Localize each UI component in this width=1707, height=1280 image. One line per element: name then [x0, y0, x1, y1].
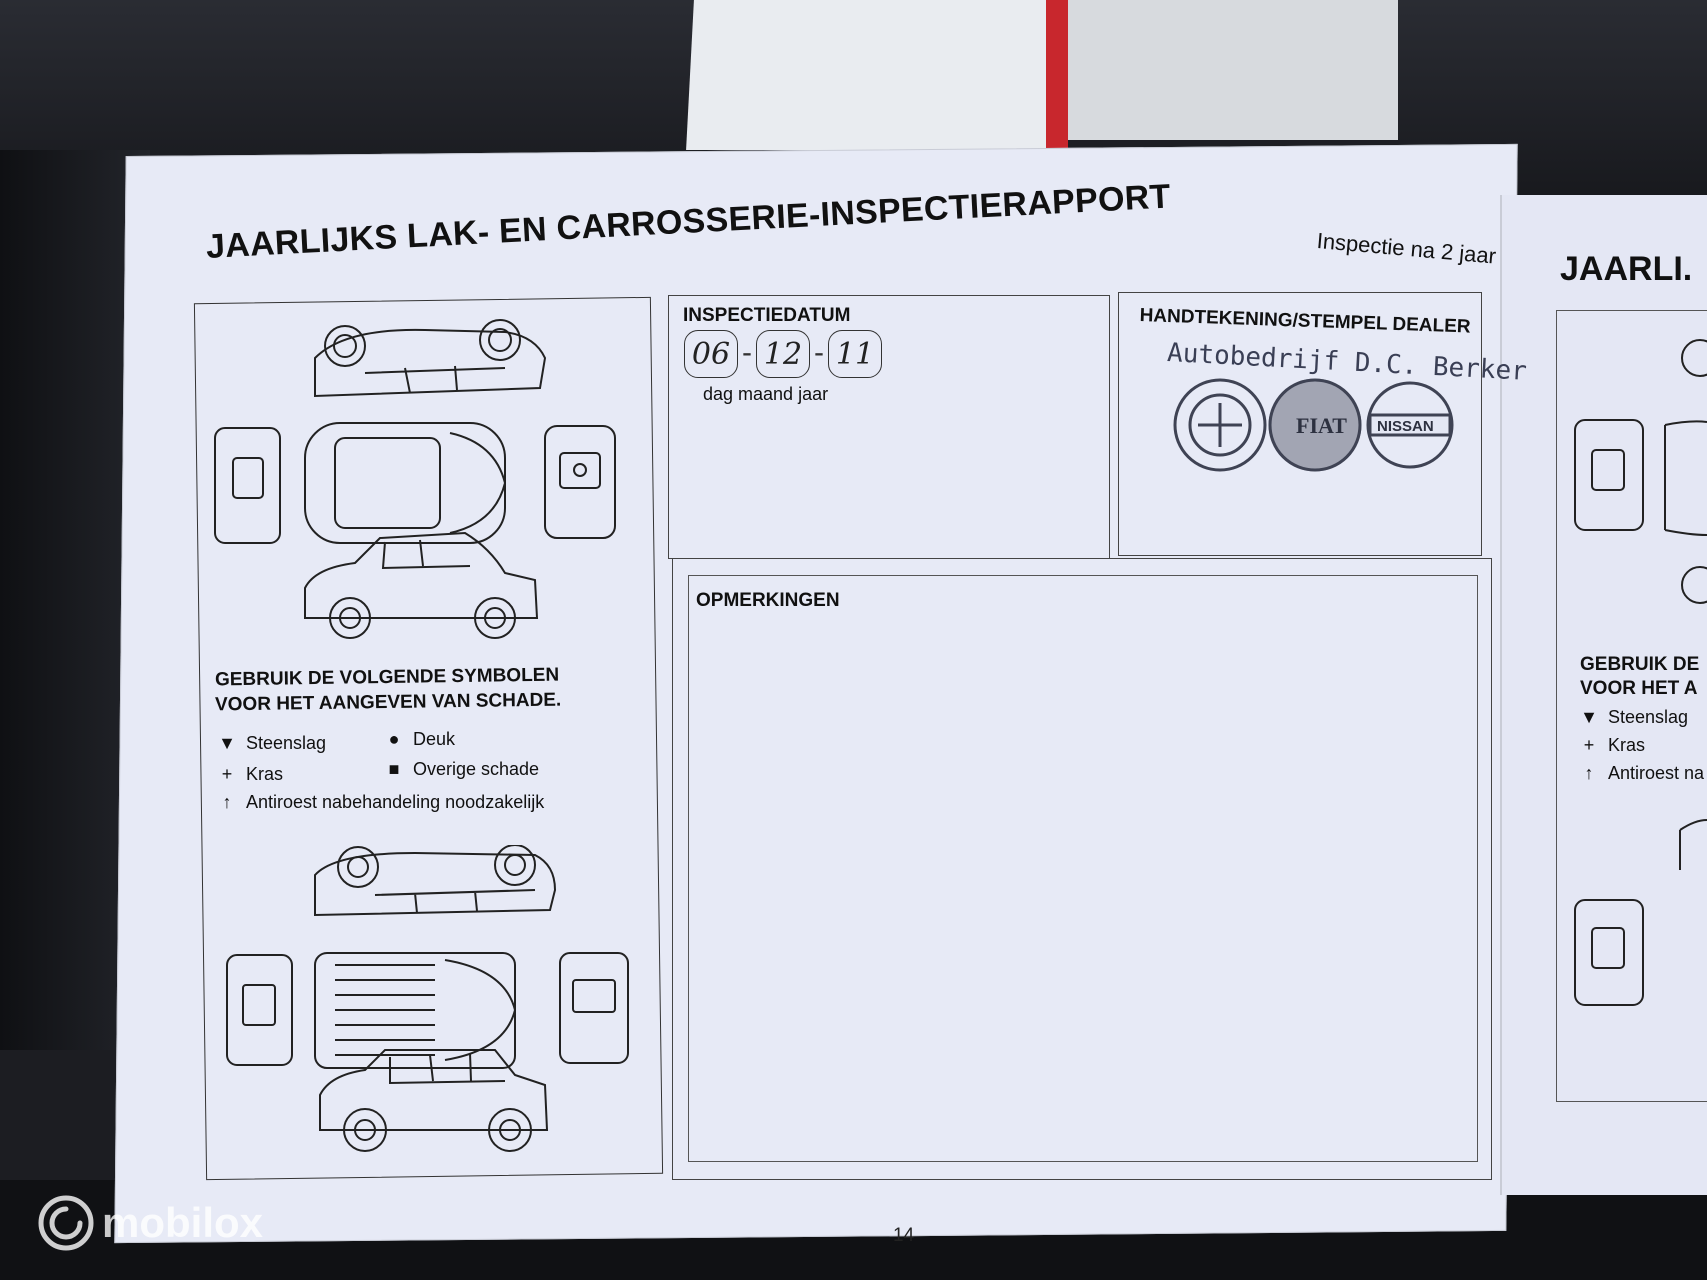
mobilox-watermark: mobilox: [38, 1195, 263, 1251]
page-number: 14: [893, 1225, 915, 1246]
legend-item-kras: + Kras: [218, 764, 283, 785]
dealer-brand-stamp: FIAT NISSAN: [1173, 378, 1454, 472]
damage-symbol-legend: GEBRUIK DE VOLGENDE SYMBOLEN VOOR HET AA…: [214, 665, 562, 716]
car-diagram-upper: [214, 319, 616, 639]
dealer-stamp-box: [1118, 292, 1482, 556]
date-year: 11: [828, 330, 882, 378]
next-page-legend-item: ↑ Antiroest na: [1580, 763, 1705, 784]
date-month: 12: [756, 330, 810, 378]
legend-item-overige-schade: ■ Overige schade: [385, 759, 540, 780]
inspection-date-label: INSPECTIEDATUM: [683, 305, 851, 326]
legend-item-steenslag: ▼ Steenslag: [218, 733, 327, 753]
svg-text:FIAT: FIAT: [1296, 413, 1347, 438]
date-separator: -: [814, 336, 824, 369]
next-page-diagram-box: [1556, 310, 1707, 1102]
triangle-down-icon: ▼: [1580, 707, 1598, 727]
mobilox-watermark-text: mobilox: [102, 1199, 264, 1246]
red-paper-tab: [1046, 0, 1068, 150]
mobilox-logo-icon: [38, 1195, 94, 1251]
plus-icon: +: [1583, 735, 1595, 755]
booklet-next-page: [1500, 195, 1707, 1195]
next-page-legend-item: ▼ Steenslag: [1580, 707, 1689, 727]
square-icon: ■: [388, 759, 400, 779]
next-page-legend-heading-line1: GEBRUIK DE: [1580, 654, 1700, 675]
car-diagram-lower: [226, 845, 629, 1152]
next-page-car-diagram: [1574, 339, 1707, 1006]
remarks-outer-box: [672, 558, 1492, 1180]
dot-icon: ●: [388, 729, 400, 749]
date-separator: -: [742, 336, 752, 369]
triangle-down-icon: ▼: [218, 733, 236, 753]
date-day: 06: [684, 330, 738, 378]
remarks-box: [688, 575, 1478, 1162]
legend-item-antiroest: ↑ Antiroest nabehandeling noodzakelijk: [218, 792, 545, 813]
legend-heading-line2: VOOR HET AANGEVEN VAN SCHADE.: [214, 689, 562, 716]
arrow-up-icon: ↑: [1584, 763, 1594, 783]
next-page-title: JAARLI.: [1560, 250, 1693, 288]
legend-item-deuk: ● Deuk: [385, 729, 455, 750]
inspection-date-caption: dag maand jaar: [703, 384, 829, 404]
paper-behind-right: [1068, 0, 1398, 140]
paper-behind: [686, 0, 1069, 150]
plus-icon: +: [221, 764, 233, 784]
arrow-up-icon: ↑: [222, 792, 232, 812]
nissan-logo-text: NISSAN: [1377, 418, 1434, 435]
inspection-date-value: 06 - 12 - 11: [684, 330, 882, 378]
remarks-label: OPMERKINGEN: [696, 590, 840, 611]
next-page-legend-item: + Kras: [1580, 735, 1645, 756]
next-page-legend-heading-line2: VOOR HET A: [1580, 678, 1698, 699]
